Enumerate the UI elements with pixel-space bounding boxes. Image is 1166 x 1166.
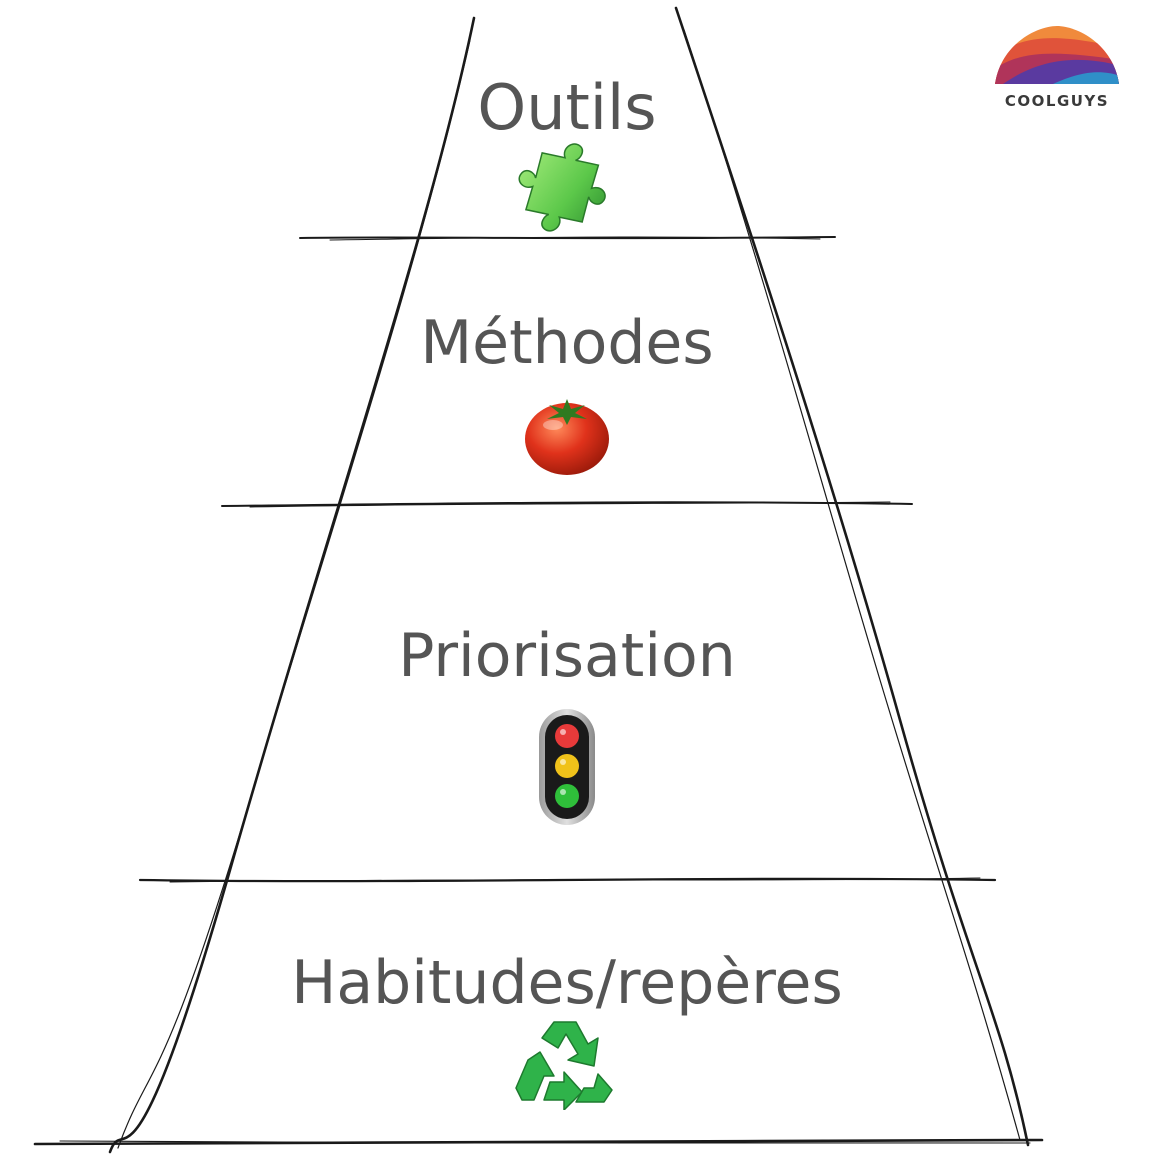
tomato-icon <box>525 399 609 475</box>
brand-name: COOLGUYS <box>1004 92 1110 110</box>
divider-3-sketch <box>169 877 981 883</box>
pyramid-right-edge <box>674 6 1030 1147</box>
divider-1-sketch <box>329 236 821 241</box>
coolguys-logo-mark <box>995 26 1119 84</box>
coolguys-logo: COOLGUYS <box>993 26 1121 116</box>
base-line <box>33 1138 1044 1146</box>
level-label-outils: Outils <box>477 71 657 144</box>
puzzle-piece-icon <box>518 143 606 232</box>
level-label-habitudes: Habitudes/repères <box>291 948 843 1018</box>
pyramid-right-edge-sketch <box>683 29 1021 1141</box>
pyramid-left-edge-sketch <box>117 39 471 1149</box>
traffic-light-icon <box>539 709 595 825</box>
level-label-priorisation: Priorisation <box>398 621 736 691</box>
level-label-methodes: Méthodes <box>420 308 714 378</box>
recycle-icon <box>515 1021 613 1110</box>
base-line-sketch <box>59 1140 1031 1144</box>
divider-2-sketch <box>249 501 891 508</box>
